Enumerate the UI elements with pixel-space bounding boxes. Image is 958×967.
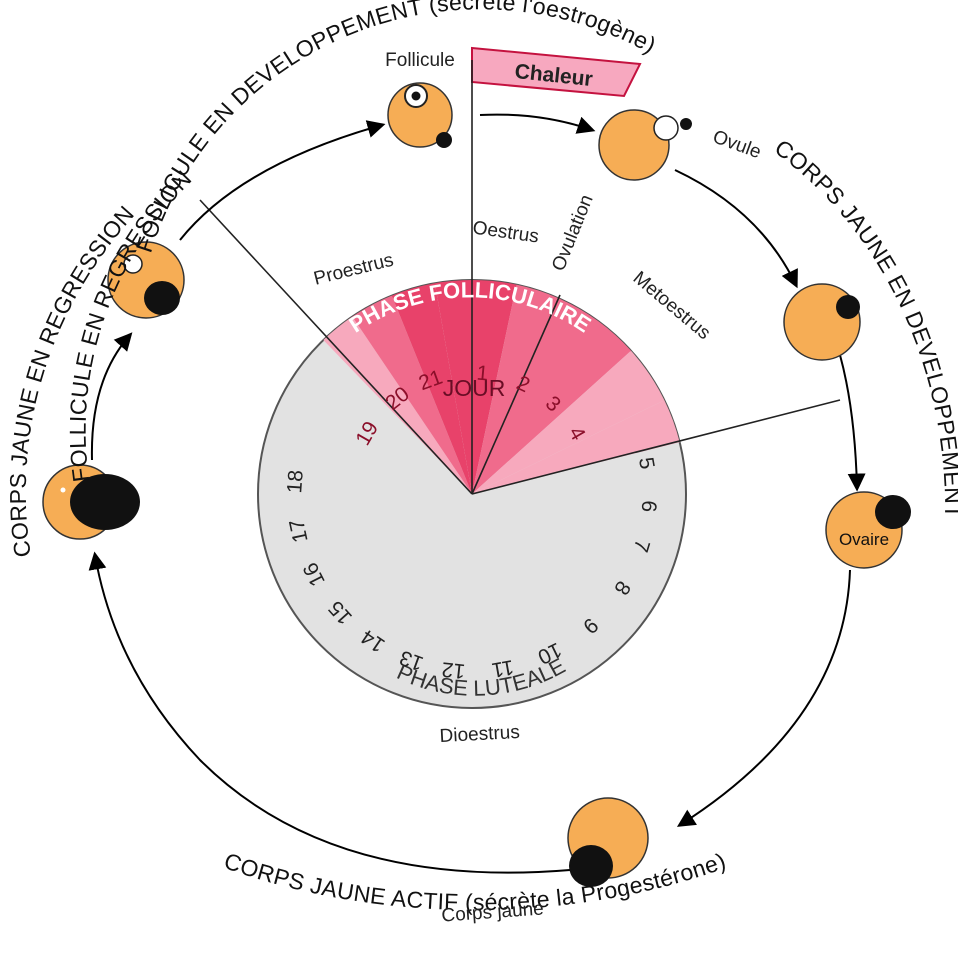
follicular-sector (472, 400, 680, 494)
label-ovule: Ovule (710, 126, 764, 163)
day-number: 6 (637, 500, 661, 513)
follicular-sector (472, 284, 560, 494)
follicular-sector (434, 280, 472, 494)
day-number: 1 (476, 362, 490, 386)
ovary-corps-jaune-active (567, 797, 649, 887)
ovary-corps-jaune-developing (783, 283, 861, 361)
stage-oestrus: Oestrus (471, 218, 540, 248)
ovary-follicule (387, 82, 453, 148)
stage-dioestrus: Dioestrus (439, 722, 520, 747)
follicular-sector (472, 350, 665, 494)
follicular-sector (352, 295, 472, 494)
follicular-sector (472, 298, 632, 494)
ovary-ovulation (598, 109, 692, 181)
stage-proestrus: Proestrus (312, 250, 396, 290)
stage-ovulation: Ovulation (548, 192, 598, 274)
label-jour: JOUR (443, 375, 506, 401)
ovary-follicle-regressing (107, 241, 185, 319)
follicular-sector (391, 283, 472, 494)
ovary-corps-jaune-regressing (42, 464, 140, 540)
chaleur-bar: Chaleur (471, 46, 642, 98)
follicular-sector (472, 280, 517, 494)
label-ovaire: Ovaire (839, 530, 889, 549)
stage-dividers (199, 60, 841, 495)
cycle-arrows (88, 113, 866, 874)
day-number: 5 (634, 456, 659, 472)
stage-metoestrus: Metoestrus (629, 268, 714, 344)
day-number: 18 (283, 469, 308, 494)
day-number: 17 (285, 517, 312, 545)
follicular-sector (323, 316, 472, 494)
day-number: 11 (490, 655, 515, 681)
ovary-ovaire (825, 491, 911, 569)
follicular-sectors (323, 280, 680, 494)
label-follicule: Follicule (385, 50, 455, 71)
day-number: 12 (441, 657, 467, 682)
